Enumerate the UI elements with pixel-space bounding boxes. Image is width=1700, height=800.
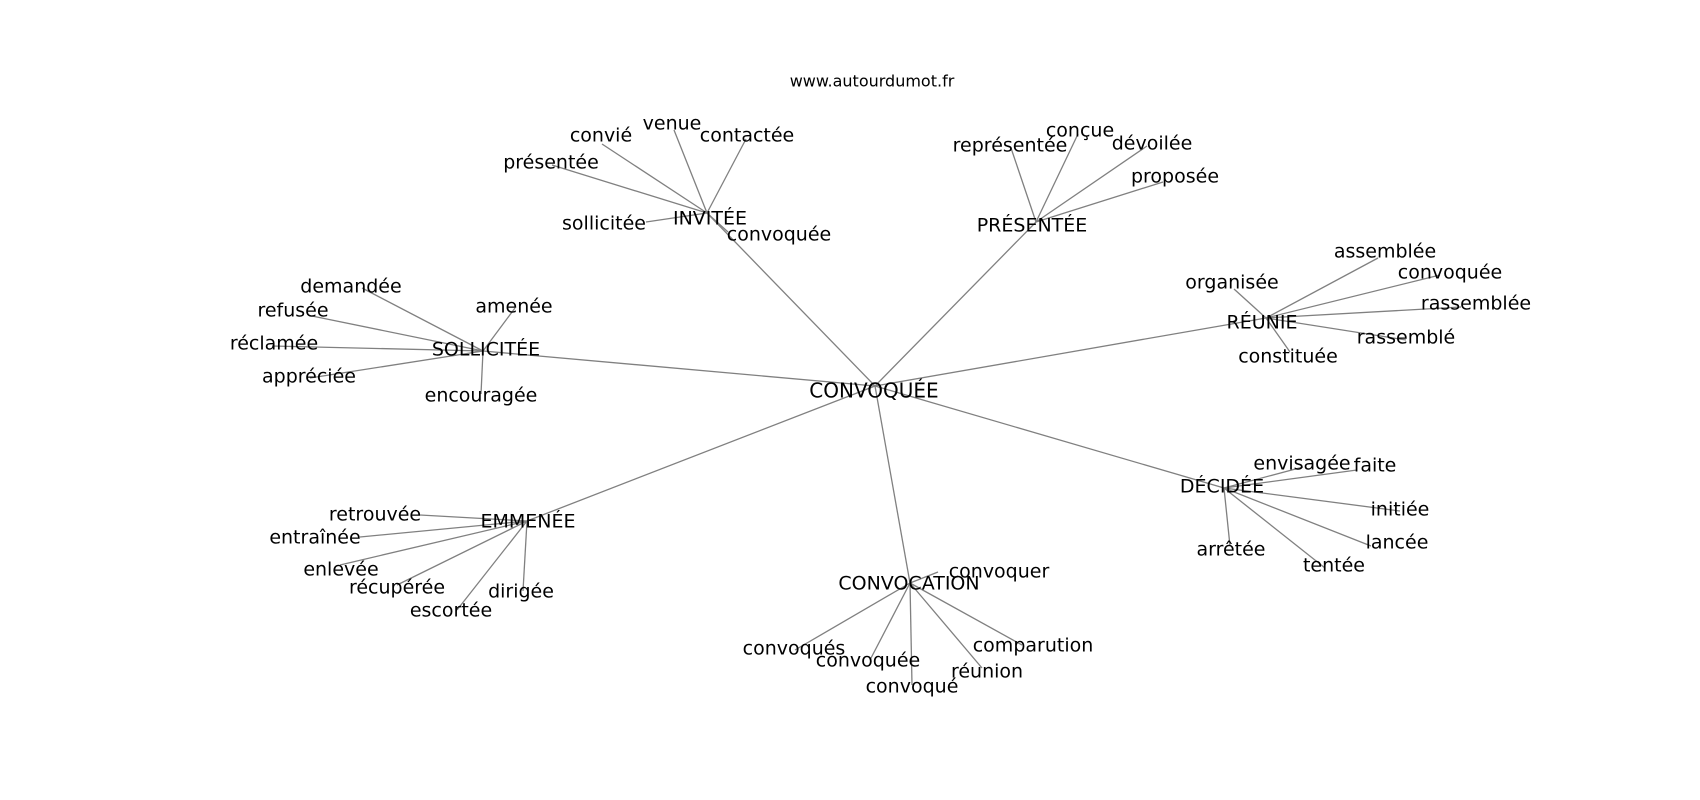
leaf-node-label: assemblée [1334,241,1436,263]
leaf-node-label: présentée [503,152,599,174]
edge-hub-to-leaf [869,582,911,661]
leaf-node-label: constituée [1238,346,1338,368]
edge-center-to-hub [874,385,911,584]
edge-hub-to-leaf [359,520,528,538]
hub-node-label: EMMENÉE [480,510,575,533]
leaf-node-label: encouragée [425,385,538,407]
edge-hub-to-leaf [1265,274,1441,319]
leaf-node-label: amenée [475,296,552,318]
leaf-node-label: appréciée [262,366,356,388]
leaf-node-label: escortée [410,600,492,622]
center-node-label: CONVOQUÉE [809,379,938,403]
graph-labels: CONVOQUÉE INVITÉE venue convié contactée prés… [230,113,1531,698]
edge-hub-to-leaf [1265,257,1379,319]
leaf-node-label: rassemblé [1357,327,1455,349]
edge-center-to-hub [706,212,876,387]
leaf-node-label: demandée [300,276,401,298]
edge-hub-to-leaf [1223,487,1372,547]
edge-hub-to-leaf [271,345,484,352]
edge-hub-to-leaf [706,138,747,214]
leaf-node-label: faite [1354,455,1397,477]
edge-hub-to-leaf [1265,317,1291,353]
leaf-node-label: comparution [973,635,1094,657]
leaf-node-label: venue [643,113,702,135]
edge-hub-to-leaf [482,307,516,352]
edge-hub-to-leaf [311,315,484,352]
leaf-node-label: convoquer [949,561,1050,583]
leaf-node-label: entraînée [269,527,360,549]
edge-hub-to-leaf [309,350,484,379]
leaf-node-label: réclamée [230,333,318,355]
graph-edges [271,129,1462,686]
edge-hub-to-leaf [909,582,913,686]
edge-hub-to-leaf [645,212,708,223]
leaf-node-label: enlevée [303,559,378,581]
edge-hub-to-leaf [339,520,528,566]
edge-hub-to-leaf [909,582,1023,646]
hub-node-label: SOLLICITÉE [432,338,540,361]
edge-hub-to-leaf [1265,317,1407,341]
leaf-node-label: envisagée [1253,453,1350,475]
edge-hub-to-leaf [1223,466,1304,489]
hub-node-label: RÉUNIE [1227,311,1298,334]
edge-hub-to-leaf [456,520,528,611]
leaf-node-label: représentée [953,135,1068,157]
edge-hub-to-leaf [909,571,939,584]
edge-hub-to-leaf [522,520,528,592]
hub-node-label: DÉCIDÉE [1180,475,1264,498]
edge-hub-to-leaf [601,143,708,214]
leaf-node-label: initiée [1371,499,1430,521]
edge-hub-to-leaf [419,514,528,522]
edge-hub-to-leaf [551,164,708,214]
edge-hub-to-leaf [706,212,729,233]
edge-center-to-hub [526,385,876,522]
leaf-node-label: dirigée [488,581,554,603]
leaf-node-label: tentée [1303,555,1365,577]
leaf-node-label: retrouvée [329,504,421,526]
leaf-node-label: sollicitée [562,213,646,235]
leaf-node-label: réunion [951,661,1023,683]
edge-center-to-hub [482,350,876,387]
leaf-node-label: contactée [700,125,794,147]
hub-node-label: INVITÉE [673,207,747,230]
edge-hub-to-leaf [1265,306,1462,319]
edge-hub-to-leaf [1223,487,1231,547]
edge-hub-to-leaf [396,520,528,586]
edge-hub-to-leaf [361,287,484,352]
edge-hub-to-leaf [1223,487,1401,512]
edge-hub-to-leaf [1035,145,1148,223]
hub-node-label: CONVOCATION [838,573,979,595]
site-url: www.autourdumot.fr [790,72,955,91]
edge-hub-to-leaf [794,582,911,651]
hub-node-label: PRÉSENTÉE [977,214,1088,237]
leaf-node-label: organisée [1185,272,1278,294]
leaf-node-label: convié [570,125,632,147]
leaf-node-label: rassemblée [1421,293,1531,315]
edge-hub-to-leaf [1035,181,1164,223]
edge-hub-to-leaf [1223,487,1326,569]
edge-hub-to-leaf [1010,147,1037,223]
edge-center-to-hub [874,317,1267,387]
leaf-node-label: convoquée [816,650,920,672]
edge-hub-to-leaf [909,582,983,669]
leaf-node-label: arrêtée [1196,539,1265,561]
leaf-node-label: lancée [1366,532,1429,554]
leaf-node-label: convoquée [1398,262,1502,284]
leaf-node-label: convoquée [727,224,831,246]
leaf-node-label: conçue [1046,120,1114,142]
leaf-node-label: récupérée [349,577,445,599]
leaf-node-label: refusée [257,300,328,322]
edge-hub-to-leaf [1233,288,1267,319]
edge-hub-to-leaf [480,350,484,395]
edge-hub-to-leaf [1035,133,1079,223]
edge-center-to-hub [874,221,1037,387]
edge-hub-to-leaf [1223,469,1358,489]
edge-center-to-hub [874,385,1225,489]
leaf-node-label: convoqué [866,676,959,698]
leaf-node-label: convoqués [743,638,846,660]
leaf-node-label: proposée [1131,166,1219,188]
leaf-node-label: dévoilée [1112,133,1193,155]
edge-hub-to-leaf [673,129,708,214]
